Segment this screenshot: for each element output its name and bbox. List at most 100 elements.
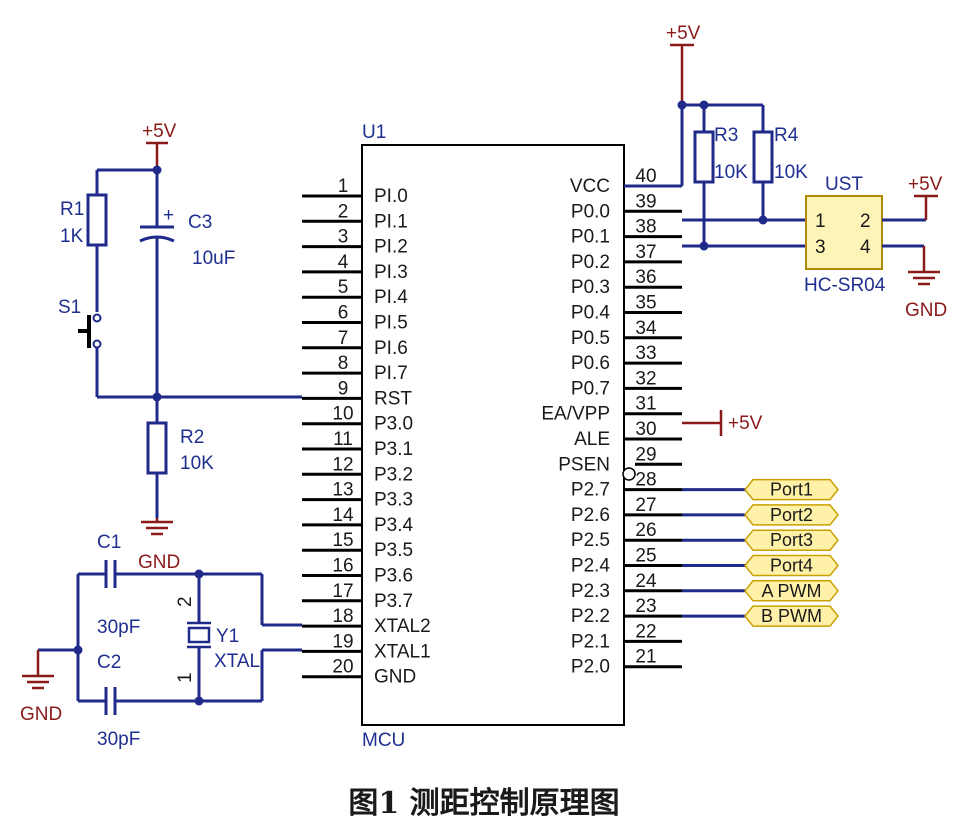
mcu-pin-number: 9 [338,378,349,399]
c3-value: 10uF [192,248,235,269]
mcu-ref: U1 [362,122,386,143]
mcu-pin-number: 34 [635,318,657,339]
mcu-pin-name: P2.2 [571,606,610,627]
mcu-pin-number: 35 [635,293,656,314]
mcu-pin-number: 11 [333,429,353,450]
vcc-label-hcsr04: +5V [908,174,943,195]
mcu-pin-number: 18 [332,606,353,627]
mcu-pin-name: P2.0 [571,657,610,678]
y1-pin-top: 2 [175,596,196,607]
mcu-right-pins: 40VCC39P0.038P0.137P0.236P0.335P0.434P0.… [541,166,682,678]
r3-value: 10K [714,162,748,183]
mcu-body [361,144,625,726]
mcu-pin-number: 21 [635,647,656,668]
r1-value: 1K [60,226,84,247]
figure-caption: 图1 测距控制原理图 [348,786,619,821]
mcu-pin-number: 27 [635,495,656,516]
port-connector [744,504,839,526]
mcu-pin-name: PI.1 [374,211,408,232]
mcu-pin-name: P0.6 [571,353,610,374]
junction [699,241,709,251]
r3-ref: R3 [714,125,738,146]
mcu-pin-number: 39 [635,191,656,212]
sensor-circuit: +5V R3 10K R4 10K UST 1 2 3 4 HC-SR04 [624,23,947,321]
gnd-label-r2: GND [138,552,180,573]
sensor-pin-3: 3 [815,237,826,258]
r1-resistor [86,193,108,247]
mcu-pin-name: P3.0 [374,414,413,435]
mcu-pin-number: 24 [635,571,657,592]
mcu-pin-number: 28 [635,470,656,491]
c1-value: 30pF [97,617,140,638]
port-connector [744,529,839,551]
mcu-pin-name: VCC [570,176,610,197]
mcu-pin-number: 33 [635,343,656,364]
y1-pin-bottom: 1 [175,672,196,683]
mcu-pin-number: 1 [338,176,349,197]
mcu-pin-name: ALE [574,429,610,450]
mcu-pin-number: 10 [332,404,353,425]
port-label: Port3 [770,530,813,550]
r4-value: 10K [774,162,808,183]
c3-ref: C3 [188,212,212,233]
mcu-pin-name: P0.4 [571,303,611,324]
sensor-pin-4: 4 [860,237,871,258]
mcu-pin-name: P2.6 [571,505,610,526]
y1-ref: Y1 [216,626,239,647]
c2-ref: C2 [97,652,121,673]
r4-ref: R4 [774,125,799,146]
vcc-label-ea: +5V [728,413,763,434]
r2-resistor [146,421,168,475]
mcu-pin-name: EA/VPP [541,404,610,425]
c3-polarity: + [163,205,174,226]
mcu-pin-number: 26 [635,520,656,541]
port-label: B PWM [761,606,822,626]
mcu-pin-number: 17 [332,581,353,602]
mcu-name: MCU [362,730,405,751]
hc-sr04-module [805,195,883,270]
mcu-pin-name: PI.3 [374,262,408,283]
mcu-pin-name: P3.5 [374,540,413,561]
sensor-ref: UST [825,174,863,195]
mcu-pin-number: 3 [338,227,349,248]
r2-ref: R2 [180,427,204,448]
mcu-pin-name: PI.6 [374,338,408,359]
port-connector [744,580,839,602]
mcu-pin-name: PI.0 [374,186,408,207]
mcu-pin-name: P3.4 [374,515,414,536]
mcu-pin-name: PI.4 [374,287,408,308]
mcu-pin-name: PSEN [558,454,610,475]
crystal-circuit: C1 30pF C2 30pF GND 2 1 [20,532,302,750]
mcu-pin-number: 2 [338,201,349,222]
mcu-pin-name: P2.1 [571,631,610,652]
port-label: A PWM [761,581,821,601]
gnd-label-hcsr04: GND [905,300,947,321]
mcu-pin-name: P0.7 [571,378,610,399]
mcu-pin-name: P2.5 [571,530,610,551]
y1-crystal [187,626,211,644]
port-connector [744,478,839,501]
mcu-pin-number: 19 [332,631,353,652]
r4-resistor [752,130,774,184]
port-connector [744,554,839,577]
mcu-pin-number: 20 [332,657,353,678]
mcu-pin-name: P2.7 [571,480,610,501]
mcu-pin-name: PI.5 [374,313,408,334]
mcu-pin-number: 23 [635,596,656,617]
r3-resistor [693,130,715,184]
mcu-pin-number: 37 [635,242,656,263]
mcu-pin-name: P3.1 [374,439,413,460]
psen-bubble [622,467,636,481]
mcu-pin-number: 12 [332,454,353,475]
mcu-pin-number: 25 [635,546,656,567]
mcu-pin-number: 15 [332,530,353,551]
mcu-pin-number: 7 [338,328,349,349]
s1-ref: S1 [58,297,81,318]
mcu-pin-number: 5 [338,277,349,298]
port-connector [744,605,839,627]
sensor-pin-1: 1 [815,211,826,232]
mcu-pin-name: PI.7 [374,363,408,384]
junction [758,215,768,225]
